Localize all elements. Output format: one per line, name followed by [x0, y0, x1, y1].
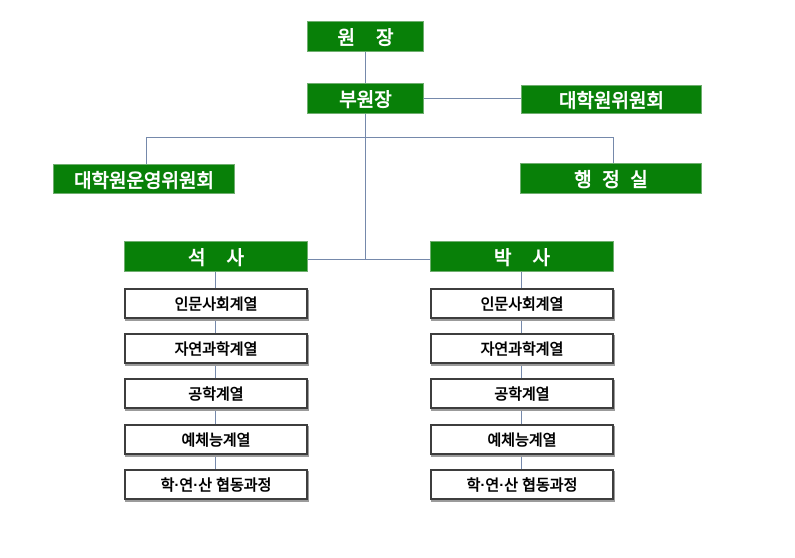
node-masters: 석 사	[124, 241, 308, 272]
connector-vice-down-trunk	[365, 114, 366, 259]
node-doctoral-dept-arts-sports: 예체능계열	[430, 424, 614, 455]
connector-masters-dept-3	[215, 409, 216, 424]
node-masters-dept-cooperative: 학·연·산 협동과정	[124, 469, 308, 500]
connector-director-to-vice	[365, 52, 366, 83]
node-director: 원 장	[307, 21, 424, 52]
connector-doctoral-dept-1	[521, 319, 522, 333]
node-vice-director: 부원장	[307, 83, 424, 114]
node-masters-dept-arts-sports: 예체능계열	[124, 424, 308, 455]
connector-doctoral-dept-4	[521, 455, 522, 469]
connector-to-admin-office	[613, 137, 614, 163]
connector-vice-to-grad-committee	[424, 98, 521, 99]
node-doctoral-dept-cooperative: 학·연·산 협동과정	[430, 469, 614, 500]
node-doctoral-dept-humanities: 인문사회계열	[430, 288, 614, 319]
connector-masters-dept-1	[215, 319, 216, 333]
connector-masters-dept-0	[215, 272, 216, 288]
node-doctoral: 박 사	[430, 241, 614, 272]
connector-doctoral-dept-2	[521, 364, 522, 378]
connector-masters-dept-2	[215, 364, 216, 378]
connector-masters-doctoral	[308, 259, 430, 260]
connector-branch-horizontal	[146, 137, 613, 138]
node-admin-office: 행 정 실	[520, 163, 702, 194]
node-doctoral-dept-engineering: 공학계열	[430, 378, 614, 409]
connector-to-ops-committee	[146, 137, 147, 164]
connector-masters-dept-4	[215, 455, 216, 469]
connector-doctoral-dept-3	[521, 409, 522, 424]
node-masters-dept-humanities: 인문사회계열	[124, 288, 308, 319]
node-doctoral-dept-natural-sci: 자연과학계열	[430, 333, 614, 364]
node-masters-dept-natural-sci: 자연과학계열	[124, 333, 308, 364]
node-graduate-committee: 대학원위원회	[521, 85, 702, 114]
connector-doctoral-dept-0	[521, 272, 522, 288]
node-masters-dept-engineering: 공학계열	[124, 378, 308, 409]
node-operations-committee: 대학원운영위원회	[53, 164, 235, 194]
